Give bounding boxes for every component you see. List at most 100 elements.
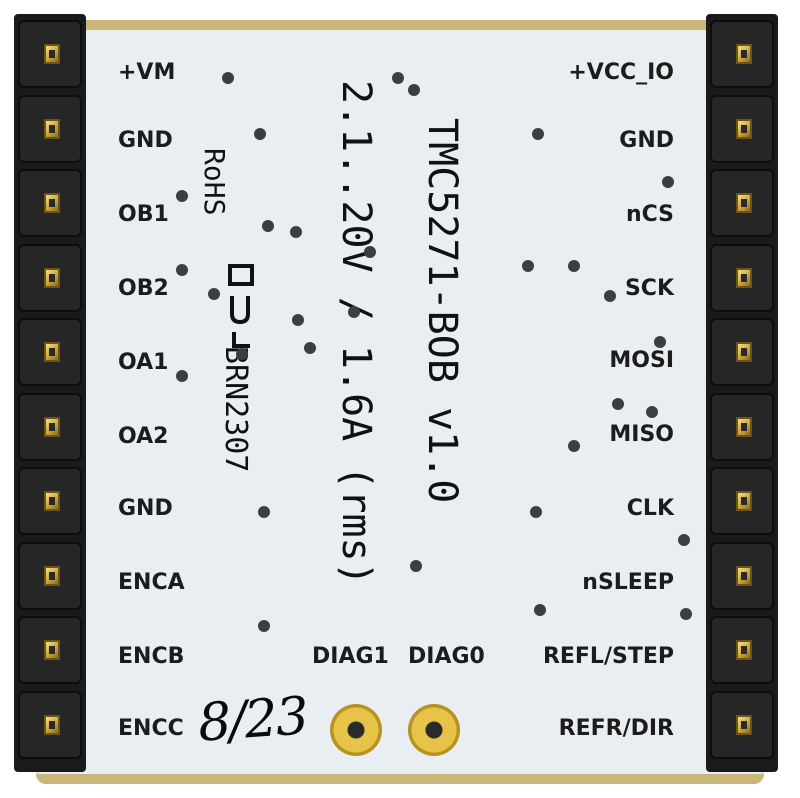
via [176, 370, 188, 382]
via [262, 220, 274, 232]
right-header-pin-4 [710, 243, 774, 312]
via [236, 348, 248, 360]
gold-pin [736, 193, 752, 213]
via [654, 336, 666, 348]
pin-label-ncs: nCS [625, 202, 674, 227]
via [304, 342, 316, 354]
via [678, 534, 690, 546]
gold-pin [736, 491, 752, 511]
pin-label-gnd-right: GND [619, 128, 674, 153]
via [176, 264, 188, 276]
via [604, 290, 616, 302]
pin-label-refl-step: REFL/STEP [542, 644, 674, 669]
via [292, 314, 304, 326]
via [680, 608, 692, 620]
gold-pin [736, 118, 752, 139]
diag0-test-pad [408, 704, 460, 756]
gold-pin [736, 640, 752, 660]
via [410, 560, 422, 572]
via [532, 128, 544, 140]
gold-pin [44, 491, 60, 511]
gold-pin [44, 714, 60, 735]
via [290, 226, 302, 238]
pin-label-mosi: MOSI [609, 348, 674, 373]
handwritten-date: 8/23 [196, 686, 309, 754]
gold-pin [44, 44, 60, 64]
silkscreen-batch: BRN2307 [218, 346, 253, 473]
right-header-pin-7 [710, 467, 774, 535]
silkscreen-rohs: RoHS [198, 148, 231, 216]
via [254, 128, 266, 140]
pin-label-gnd-left-2: GND [118, 496, 173, 521]
silkscreen-model: TMC5271-BOB v1.0 [419, 118, 465, 504]
left-header-pin-8 [18, 541, 82, 610]
gold-pin [44, 193, 60, 213]
gold-pin [736, 565, 752, 586]
gold-pin [736, 342, 752, 362]
pin-label-vcc-io: +VCC_IO [568, 60, 674, 85]
pin-label-ob1: OB1 [118, 202, 169, 227]
breakout-board [36, 20, 764, 784]
right-header-pin-10 [710, 690, 774, 759]
pin-label-clk: CLK [626, 496, 674, 521]
via [258, 506, 270, 518]
pin-label-ob2: OB2 [118, 276, 169, 301]
left-header-pin-4 [18, 243, 82, 312]
left-header-pin-7 [18, 467, 82, 535]
left-header-pin-1 [18, 20, 82, 88]
via [646, 406, 658, 418]
via [392, 72, 404, 84]
via [612, 398, 624, 410]
left-header-pin-10 [18, 690, 82, 759]
gold-pin [44, 565, 60, 586]
pad-label-diag1: DIAG1 [312, 644, 389, 669]
gold-pin [44, 342, 60, 362]
right-header-pin-9 [710, 616, 774, 684]
via [534, 604, 546, 616]
ul-recognition-icon [228, 264, 254, 348]
pin-label-oa1: OA1 [118, 350, 169, 375]
pad-label-diag0: DIAG0 [408, 644, 485, 669]
board-edge-bottom [36, 774, 764, 784]
diag1-test-pad [330, 704, 382, 756]
gold-pin [44, 118, 60, 139]
pin-label-encc: ENCC [118, 716, 184, 741]
via [258, 620, 270, 632]
right-header-pin-2 [710, 94, 774, 163]
via [348, 306, 360, 318]
via [568, 440, 580, 452]
right-header-pin-1 [710, 20, 774, 88]
gold-pin [44, 640, 60, 660]
left-header-pin-3 [18, 169, 82, 237]
right-header-pin-3 [710, 169, 774, 237]
pin-label-nsleep: nSLEEP [582, 570, 674, 595]
via [222, 72, 234, 84]
gold-pin [44, 416, 60, 437]
gold-pin [736, 267, 752, 288]
via [208, 288, 220, 300]
via [364, 246, 376, 258]
via [522, 260, 534, 272]
board-edge-top [36, 20, 764, 30]
left-header-pin-2 [18, 94, 82, 163]
via [530, 506, 542, 518]
gold-pin [736, 44, 752, 64]
left-header-pin-6 [18, 392, 82, 461]
via [662, 176, 674, 188]
pin-label-sck: SCK [624, 276, 674, 301]
left-pin-header [14, 14, 86, 772]
right-header-pin-5 [710, 318, 774, 386]
right-header-pin-8 [710, 541, 774, 610]
left-header-pin-9 [18, 616, 82, 684]
via [568, 260, 580, 272]
pin-label-gnd-left-1: GND [118, 128, 173, 153]
pin-label-vm: +VM [118, 60, 176, 85]
right-header-pin-6 [710, 392, 774, 461]
left-header-pin-5 [18, 318, 82, 386]
right-pin-header [706, 14, 778, 772]
gold-pin [44, 267, 60, 288]
gold-pin [736, 416, 752, 437]
pin-label-refr-dir: REFR/DIR [558, 716, 674, 741]
pin-label-encb: ENCB [118, 644, 185, 669]
